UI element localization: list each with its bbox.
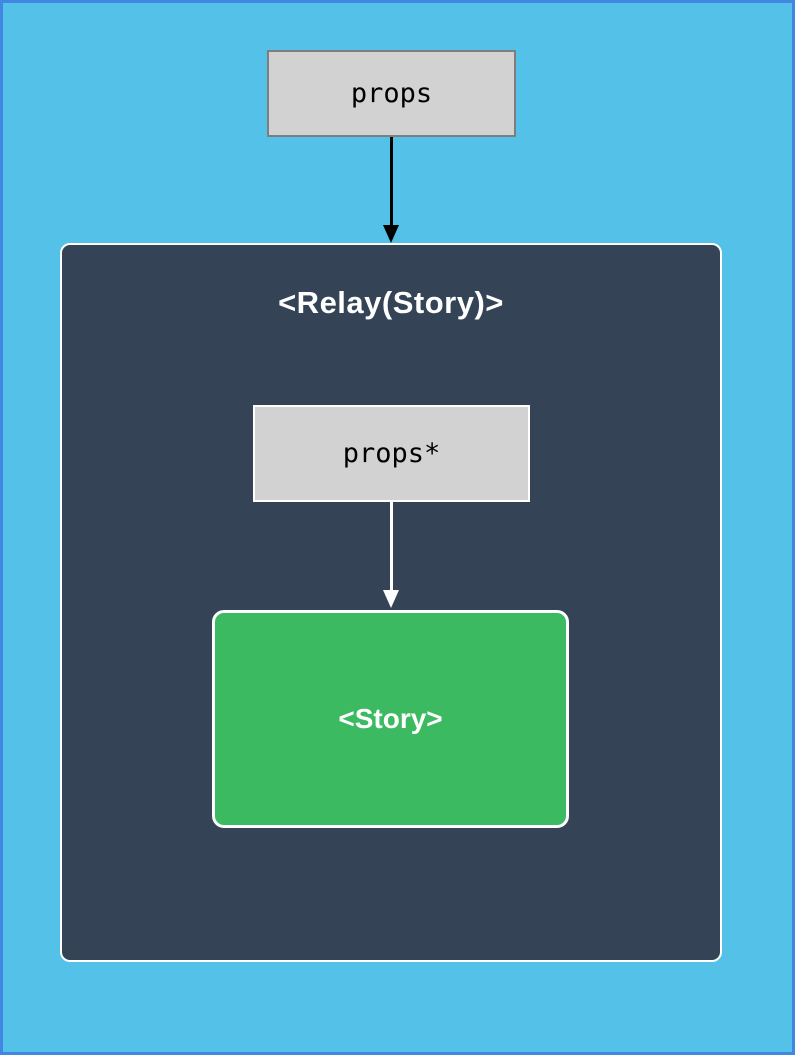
story-node-label: <Story>: [338, 703, 443, 734]
props-star-node: props*: [253, 405, 530, 502]
props-to-relay-arrow: [383, 137, 399, 243]
arrow-line: [389, 137, 393, 225]
story-node: <Story>: [212, 610, 569, 828]
arrowhead-down-icon: [383, 590, 399, 608]
props-star-node-label: props*: [342, 438, 441, 469]
props-node: props: [267, 50, 516, 137]
relay-story-container: <Relay(Story)> props* <Story>: [60, 243, 722, 962]
props-star-to-story-arrow: [383, 502, 399, 608]
arrowhead-down-icon: [383, 225, 399, 243]
props-node-label: props: [350, 78, 433, 109]
relay-story-title: <Relay(Story)>: [278, 285, 504, 320]
arrow-line: [389, 502, 393, 590]
